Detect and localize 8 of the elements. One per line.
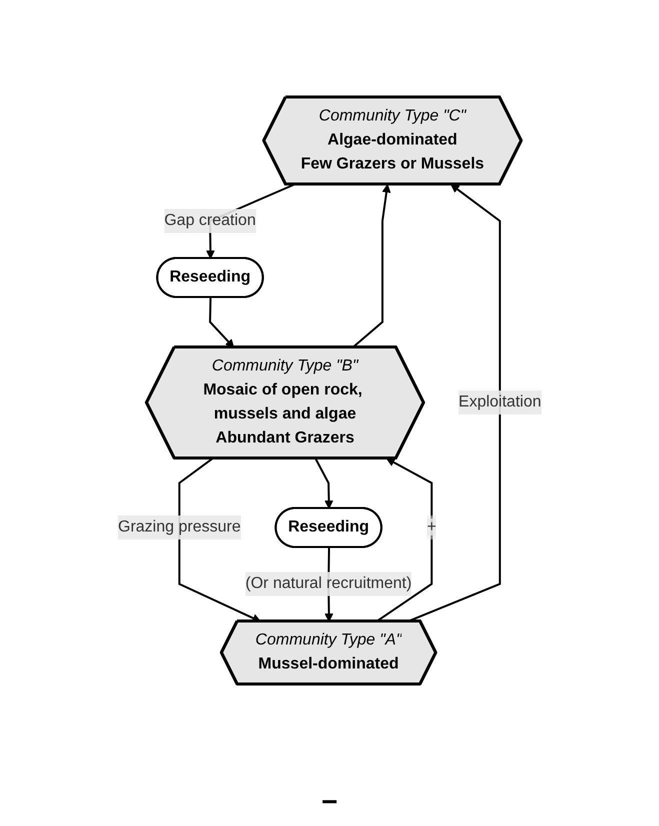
arrow bbox=[208, 296, 234, 348]
sign-label: − bbox=[321, 786, 338, 817]
edge-label: (Or natural recruitment) bbox=[245, 574, 412, 592]
edge-label: Grazing pressure bbox=[118, 518, 241, 535]
edge-label: + bbox=[426, 518, 436, 535]
arrow bbox=[314, 458, 334, 508]
edge-label: Gap creation bbox=[164, 211, 256, 228]
edge-label: Exploitation bbox=[458, 392, 542, 410]
